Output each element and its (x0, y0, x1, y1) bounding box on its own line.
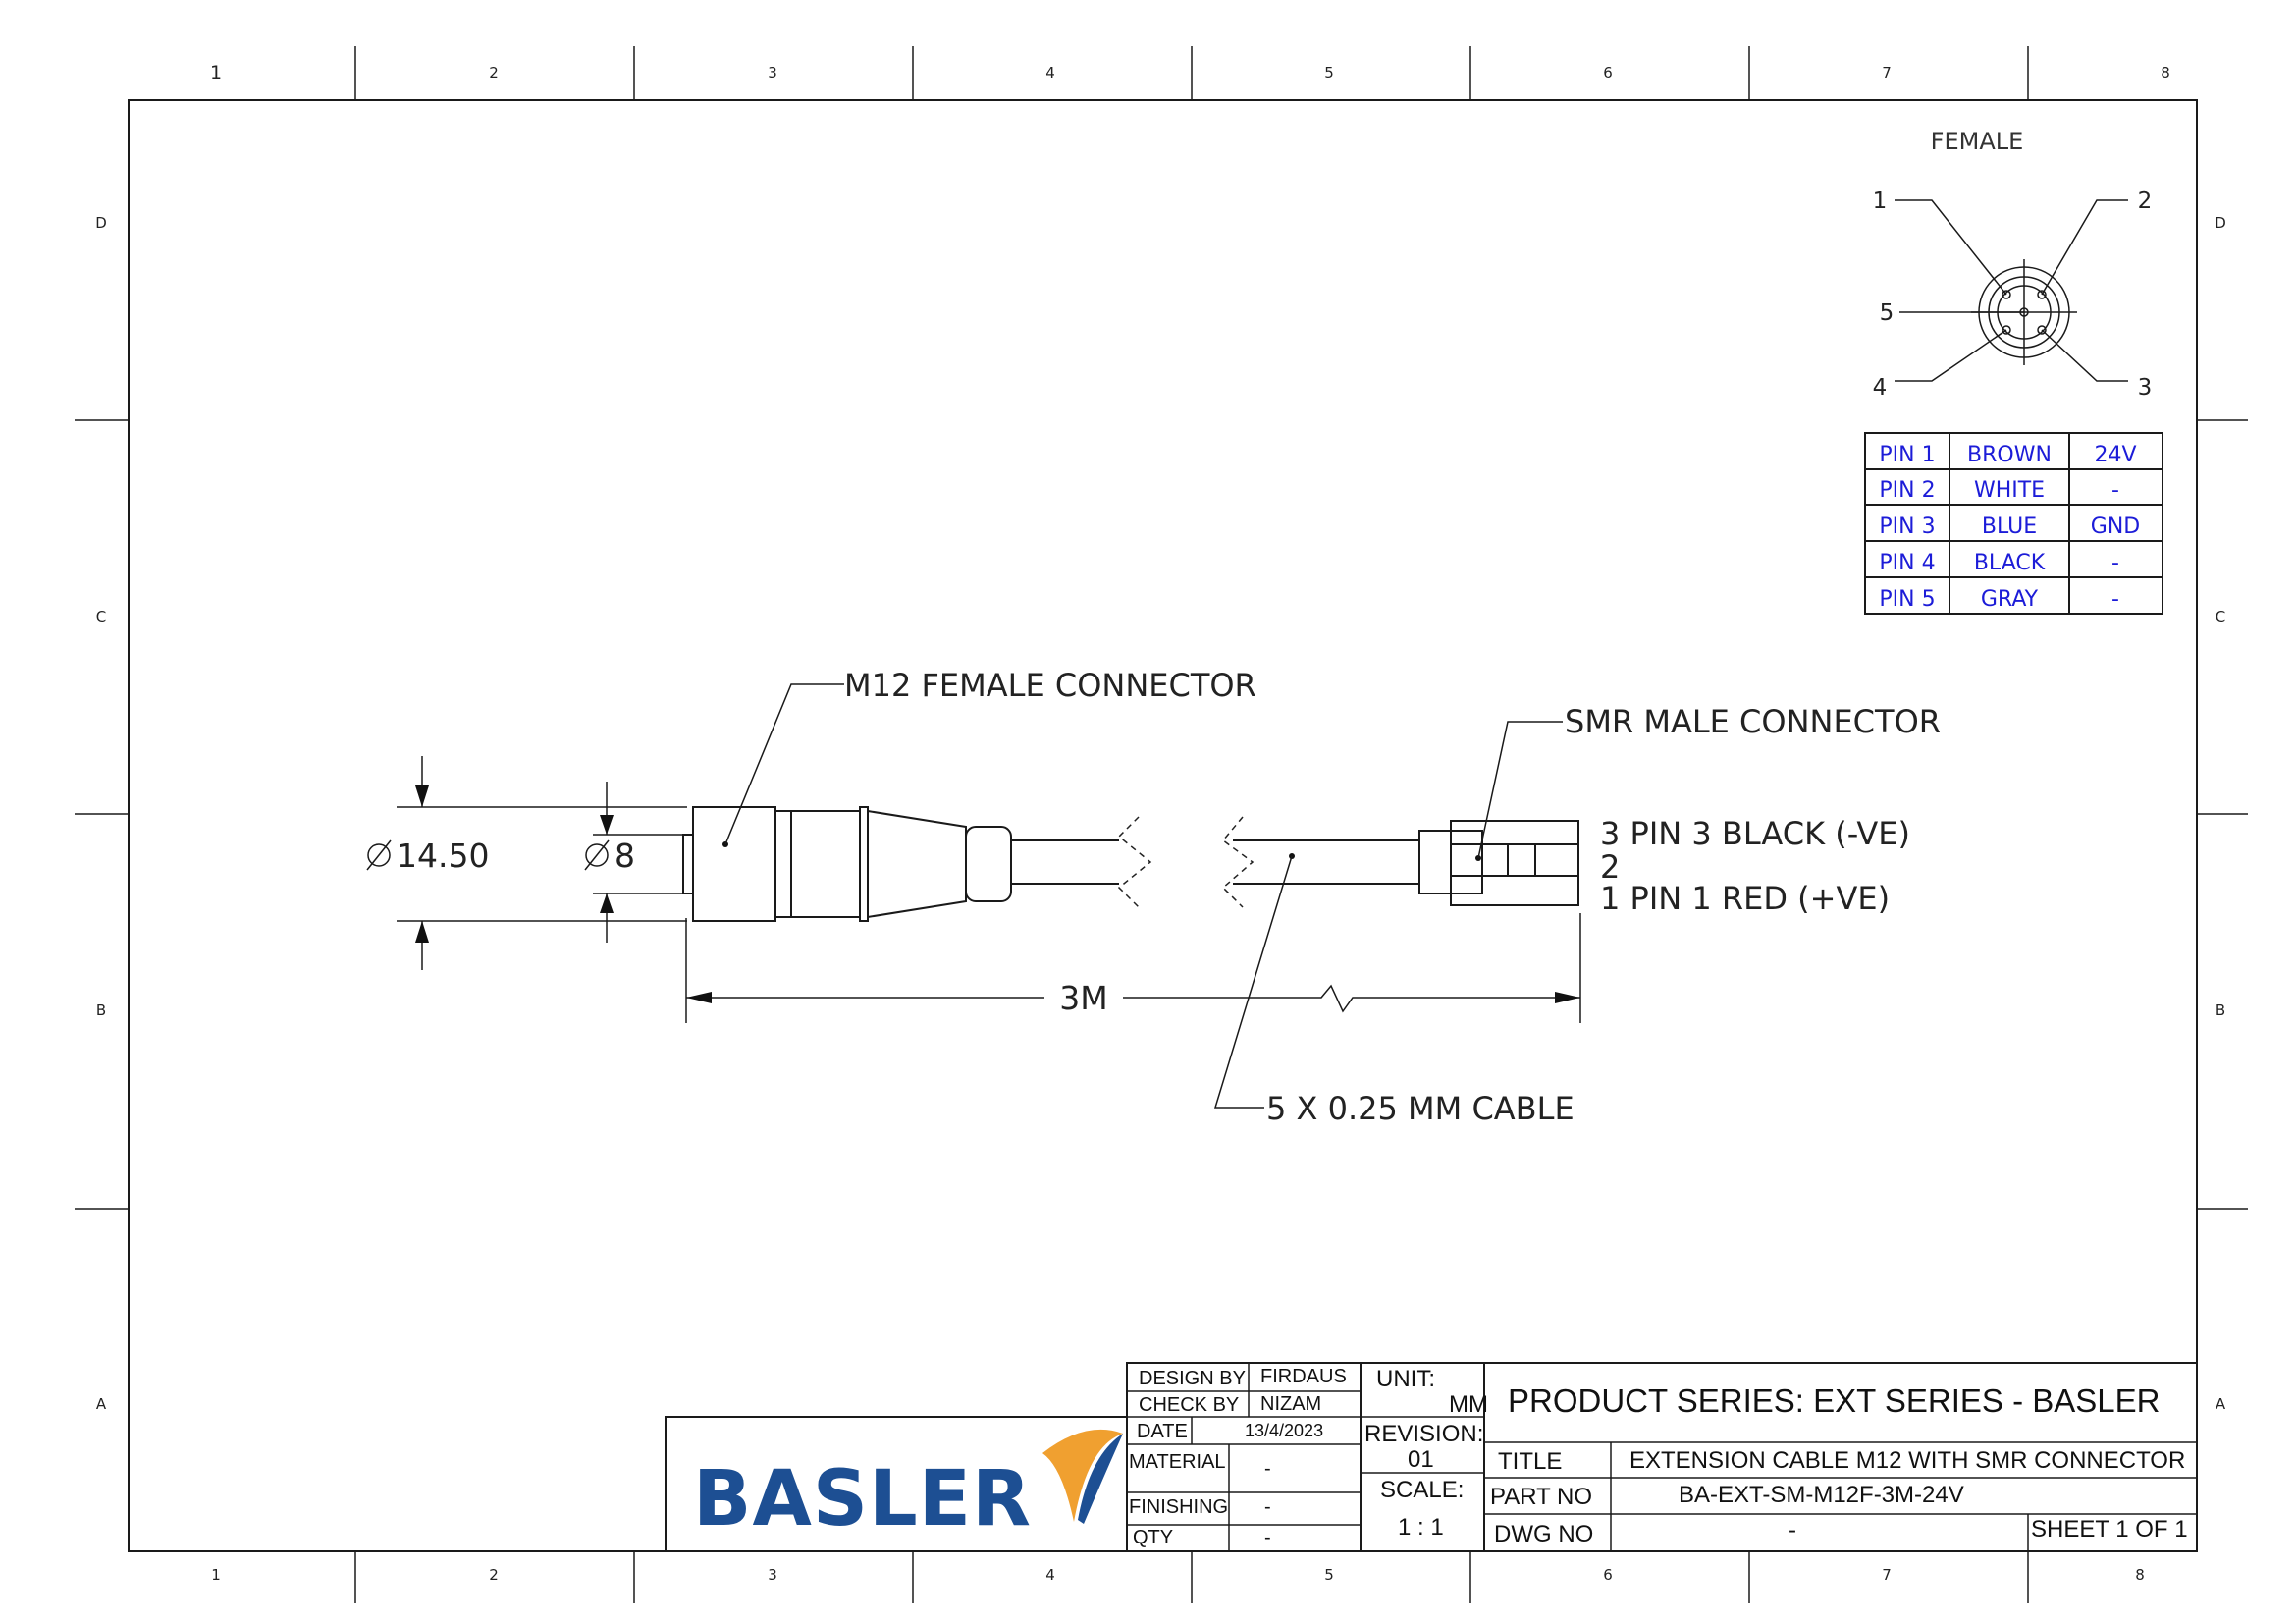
zone-col-8-bottom: 8 (2135, 1566, 2145, 1584)
cable-callout: 5 X 0.25 MM CABLE (1266, 1090, 1575, 1127)
check-by-label: CHECK BY (1139, 1394, 1239, 1416)
pin-label-1: 1 (1873, 189, 1888, 214)
female-view-title: FEMALE (1931, 128, 2024, 155)
pin-table-cell: BLUE (1982, 514, 2037, 539)
m12-connector-callout: M12 FEMALE CONNECTOR (844, 667, 1256, 704)
date-value: 13/4/2023 (1245, 1421, 1323, 1440)
design-by-label: DESIGN BY (1139, 1368, 1246, 1389)
basler-swoosh-icon (1042, 1429, 1123, 1522)
zone-labels-top: 1 2 3 4 5 6 7 8 (210, 62, 2170, 83)
design-by-value: FIRDAUS (1260, 1366, 1347, 1387)
zone-col-8: 8 (2161, 64, 2170, 81)
check-by-value: NIZAM (1260, 1393, 1321, 1415)
pin-table-cell: - (2111, 478, 2119, 503)
pin-table-cell: - (2111, 587, 2119, 612)
zone-row-a-right: A (2216, 1395, 2226, 1413)
part-no-value: BA-EXT-SM-M12F-3M-24V (1679, 1482, 1964, 1508)
zone-col-2-bottom: 2 (489, 1566, 499, 1584)
finishing-value: - (1264, 1496, 1271, 1518)
connector-face-view: FEMALE 1 2 3 4 5 (1873, 128, 2153, 401)
zone-row-b-right: B (2216, 1001, 2225, 1019)
pin-label-3: 3 (2138, 375, 2153, 401)
pin-label-2: 2 (2138, 189, 2153, 214)
part-no-label: PART NO (1490, 1484, 1592, 1510)
zone-col-4-bottom: 4 (1045, 1566, 1055, 1584)
scale-value: 1 : 1 (1398, 1514, 1444, 1541)
dwg-no-value: - (1789, 1517, 1796, 1543)
unit-value: MM (1449, 1391, 1488, 1418)
pin-table-cell: - (2111, 551, 2119, 575)
zone-col-5-bottom: 5 (1324, 1566, 1334, 1584)
outer-diameter-dimension: 14.50 (366, 837, 489, 875)
title-label: TITLE (1498, 1448, 1562, 1475)
pin-table-cell: PIN 3 (1879, 514, 1935, 539)
zone-col-3: 3 (768, 64, 777, 81)
zone-col-6-bottom: 6 (1603, 1566, 1613, 1584)
cable-assembly (682, 806, 1579, 922)
revision-value: 01 (1408, 1446, 1434, 1473)
pin-table-cell: WHITE (1974, 478, 2045, 503)
pin-table-cell: BROWN (1967, 443, 2052, 467)
material-label: MATERIAL (1129, 1451, 1226, 1473)
basler-swoosh-accent-icon (1078, 1434, 1123, 1524)
outer-diameter-value: 14.50 (397, 837, 489, 875)
zone-row-d-left: D (95, 214, 107, 232)
dimension-lines (397, 756, 1581, 1023)
zone-col-2: 2 (489, 64, 499, 81)
length-dimension-value: 3M (1059, 979, 1107, 1017)
zone-col-7-bottom: 7 (1882, 1566, 1892, 1584)
zone-row-d-right: D (2215, 214, 2226, 232)
basler-logo-text: BASLER (693, 1455, 1032, 1543)
product-series: PRODUCT SERIES: EXT SERIES - BASLER (1508, 1382, 2160, 1419)
sheet-label: SHEET 1 OF 1 (2031, 1516, 2188, 1543)
zone-labels-bottom: 1 2 3 4 5 6 7 8 (211, 1566, 2145, 1584)
zone-col-5: 5 (1324, 64, 1334, 81)
smr-pin3-label: 3 PIN 3 BLACK (-VE) (1600, 815, 1910, 852)
revision-label: REVISION: (1364, 1421, 1483, 1447)
pin-table-cell: PIN 4 (1879, 551, 1935, 575)
qty-value: - (1264, 1527, 1271, 1548)
zone-row-a-left: A (96, 1395, 107, 1413)
pin-table: PIN 1 BROWN 24V PIN 2 WHITE - PIN 3 BLUE… (1864, 432, 2163, 615)
pin-table-cell: PIN 1 (1879, 443, 1935, 467)
pin-table-cell: PIN 5 (1879, 587, 1935, 612)
zone-row-c-right: C (2216, 608, 2225, 625)
inner-diameter-dimension: 8 (584, 837, 635, 875)
zone-col-1: 1 (210, 62, 222, 83)
pin-table-cell: GND (2091, 514, 2140, 539)
basler-logo: BASLER (693, 1429, 1123, 1543)
zone-col-1-bottom: 1 (211, 1566, 221, 1584)
zone-row-b-left: B (96, 1001, 106, 1019)
finishing-label: FINISHING (1129, 1496, 1228, 1518)
pin-label-4: 4 (1873, 375, 1888, 401)
qty-label: QTY (1133, 1527, 1173, 1548)
pin-label-5: 5 (1880, 300, 1895, 326)
zone-labels-rows: D C B A D C B A (95, 214, 2226, 1413)
title-block (665, 1362, 2198, 1552)
unit-label: UNIT: (1376, 1366, 1435, 1392)
zone-col-4: 4 (1045, 64, 1055, 81)
smr-connector-callout: SMR MALE CONNECTOR (1565, 703, 1941, 740)
smr-pin2-label: 2 (1600, 848, 1620, 886)
pin-table-cell: GRAY (1981, 587, 2039, 612)
zone-col-3-bottom: 3 (768, 1566, 777, 1584)
callout-leaders (724, 683, 1563, 1109)
zone-col-6: 6 (1603, 64, 1613, 81)
dwg-no-label: DWG NO (1494, 1521, 1593, 1547)
date-label: DATE (1137, 1421, 1188, 1442)
pin-table-cell: 24V (2094, 443, 2136, 467)
material-value: - (1264, 1458, 1271, 1480)
pin-table-cell: PIN 2 (1879, 478, 1935, 503)
smr-pin1-label: 1 PIN 1 RED (+VE) (1600, 880, 1890, 917)
title-value: EXTENSION CABLE M12 WITH SMR CONNECTOR (1629, 1447, 2185, 1474)
scale-label: SCALE: (1380, 1477, 1464, 1503)
zone-col-7: 7 (1882, 64, 1892, 81)
inner-diameter-value: 8 (614, 837, 635, 875)
zone-row-c-left: C (96, 608, 106, 625)
pin-table-cell: BLACK (1974, 551, 2046, 575)
